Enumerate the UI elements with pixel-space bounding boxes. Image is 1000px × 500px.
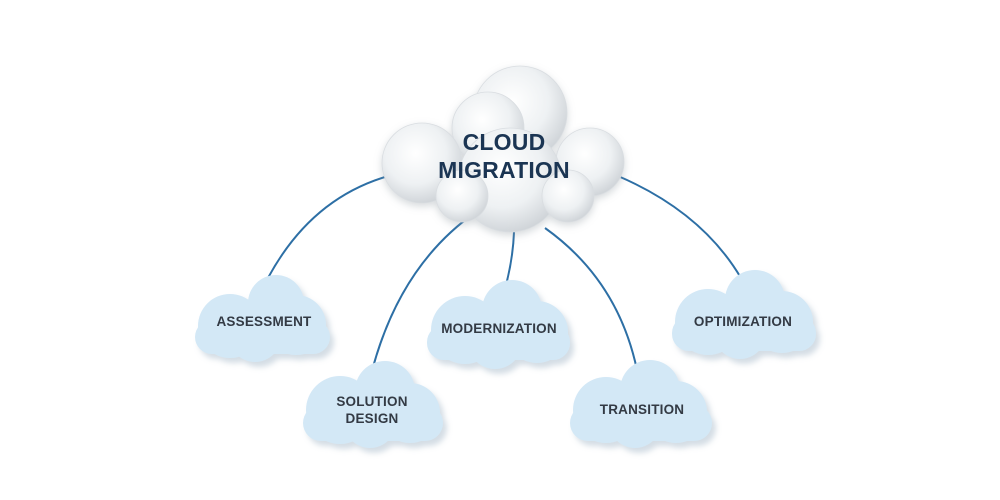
connector-modernization xyxy=(505,231,515,286)
node-optimization: OPTIMIZATION xyxy=(672,270,816,359)
assessment-cloud xyxy=(195,275,330,362)
assessment-label: ASSESSMENT xyxy=(216,314,312,329)
main-title-line1: CLOUD xyxy=(463,129,546,155)
connectors xyxy=(267,175,742,372)
modernization-label: MODERNIZATION xyxy=(441,321,557,336)
node-modernization: MODERNIZATION xyxy=(427,280,570,369)
main-title-line2: MIGRATION xyxy=(438,157,570,183)
modernization-cloud xyxy=(427,280,570,369)
optimization-label: OPTIMIZATION xyxy=(694,314,792,329)
main-cloud-puff xyxy=(541,169,595,223)
connector-transition xyxy=(544,227,638,371)
optimization-cloud xyxy=(672,270,816,359)
main-cloud-puff xyxy=(435,169,489,223)
connector-solution-design xyxy=(371,211,477,372)
solution-design-label-line2: DESIGN xyxy=(346,411,399,426)
connector-assessment xyxy=(267,176,386,279)
node-assessment: ASSESSMENT xyxy=(195,275,330,362)
main-cloud xyxy=(381,65,625,233)
transition-label: TRANSITION xyxy=(600,402,685,417)
node-solution-design: SOLUTION DESIGN xyxy=(303,361,443,448)
solution-design-cloud xyxy=(303,361,443,448)
transition-cloud xyxy=(570,360,712,448)
solution-design-label-line1: SOLUTION xyxy=(336,394,407,409)
connector-optimization xyxy=(617,175,742,279)
node-transition: TRANSITION xyxy=(570,360,712,448)
